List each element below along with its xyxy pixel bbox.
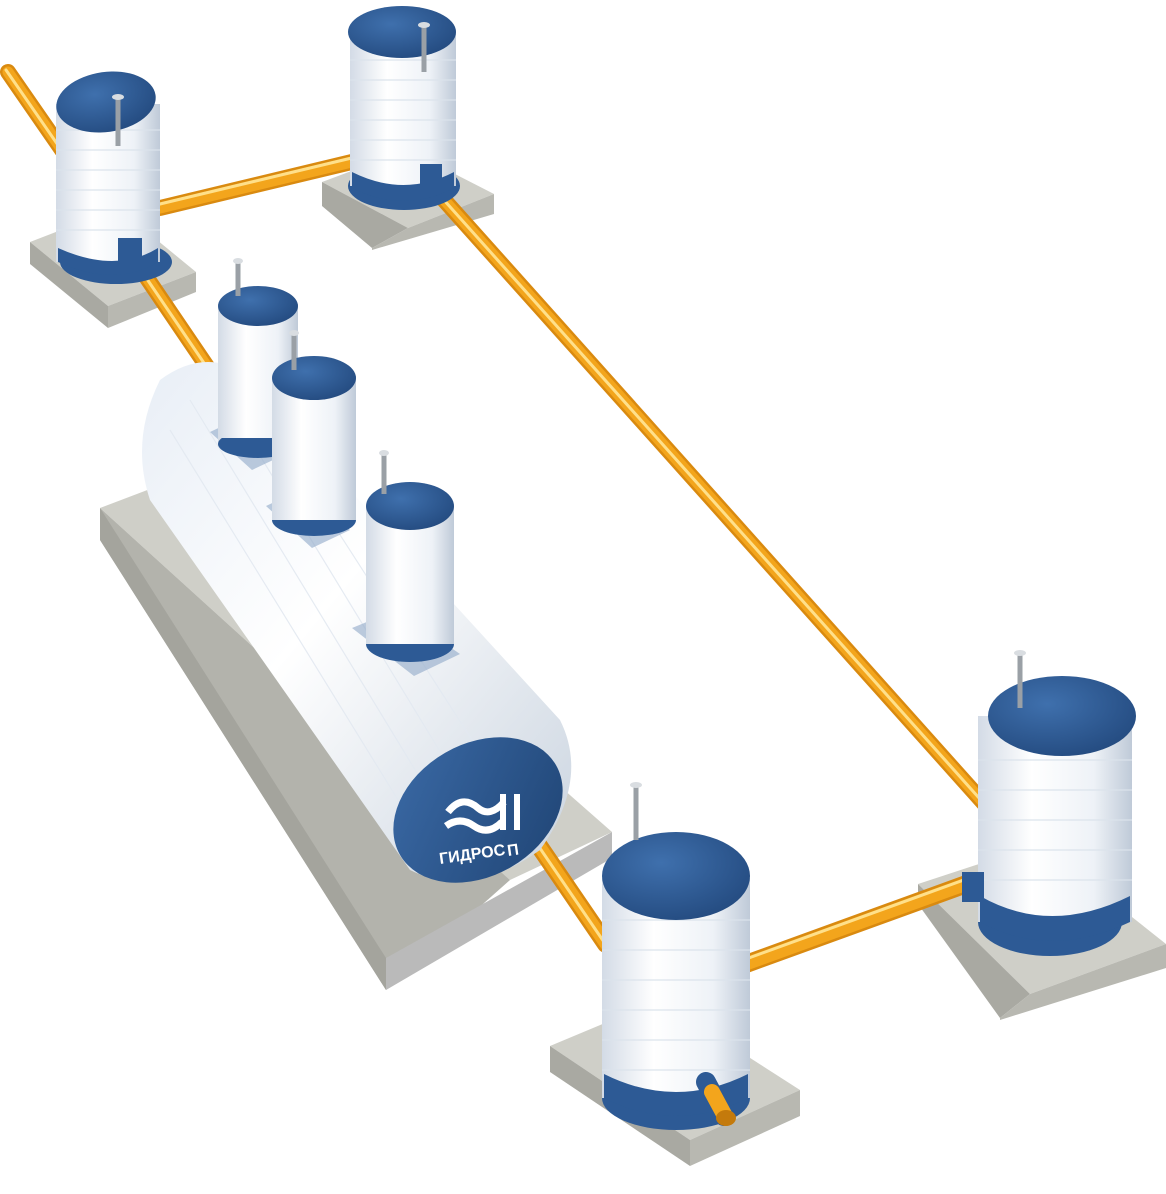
well-top-middle [348,6,460,210]
tank-neck-2 [266,330,356,548]
vent-pipe-icon [112,94,124,146]
tank-neck-3 [352,450,460,676]
outlet-pipe-icon [696,1072,736,1126]
vent-pipe-icon [1014,650,1026,708]
pipe-long-diagonal [420,174,998,818]
vent-pipe-icon [630,782,642,840]
pipe-inlet [0,64,70,158]
tank-end-cap: ГИДРОС П [393,737,563,883]
concrete-slabs [30,150,1166,1166]
pipes [0,64,998,973]
tank-neck-1 [210,258,298,470]
vent-pipe-icon [289,330,299,370]
pipe-bottom-link [737,873,981,973]
well-bottom-right [962,650,1136,956]
vent-pipe-icon [233,258,243,296]
vent-pipe-icon [379,450,389,494]
logo-icon [443,794,520,834]
vent-pipe-icon [418,22,430,72]
well-bottom-middle [602,782,750,1130]
main-tank: ГИДРОС П [142,258,572,883]
well-top-left [56,71,172,284]
pipe-top-link [152,152,368,216]
brand-name-tail: П [506,842,520,860]
